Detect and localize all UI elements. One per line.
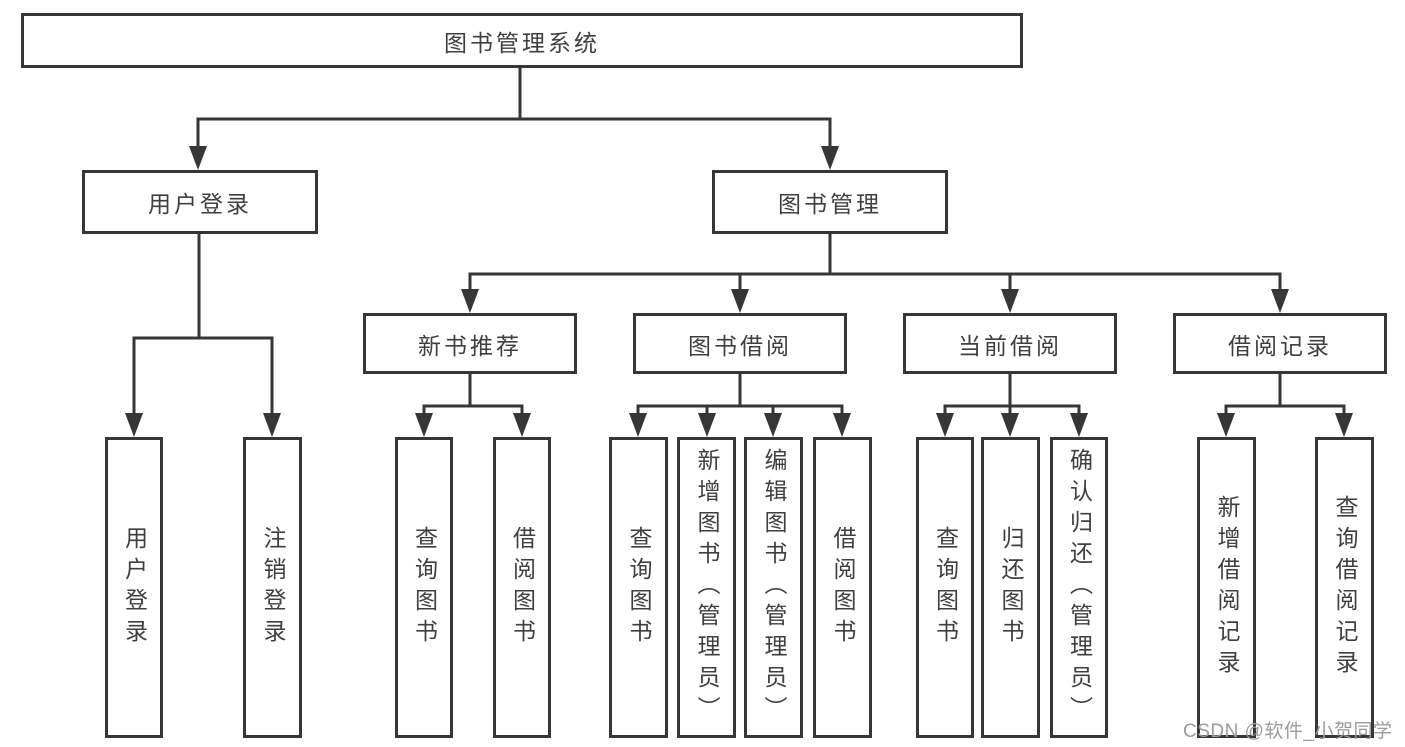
node-label: 查询图书: [626, 525, 652, 650]
arrowhead: [415, 413, 433, 437]
connector-login: [132, 234, 274, 427]
node-label: 图书管理系统: [444, 29, 600, 56]
leaf-current-query-books: 查询图书: [916, 437, 974, 738]
arrowhead: [821, 146, 839, 170]
leaf-user-login: 用户登录: [105, 437, 163, 738]
arrowhead: [189, 146, 207, 170]
leaf-borrow-add-books-admin: 新增图书（管理员）: [677, 437, 736, 738]
leaf-records-query-record: 查询借阅记录: [1315, 437, 1374, 738]
node-label: 注销登录: [260, 525, 286, 650]
node-label: 查询图书: [932, 525, 959, 650]
leaf-newbook-query-books: 查询图书: [395, 437, 453, 738]
node-user-login-branch: 用户登录: [82, 170, 318, 234]
node-label: 借阅图书: [509, 525, 536, 650]
arrowhead: [833, 413, 851, 437]
node-label: 查询图书: [411, 525, 438, 650]
arrowhead: [1217, 413, 1235, 437]
node-new-book-recommend: 新书推荐: [363, 313, 577, 374]
arrowhead: [1001, 289, 1019, 313]
node-label: 用户登录: [121, 525, 148, 650]
arrowhead: [461, 289, 479, 313]
arrowhead: [629, 413, 647, 437]
node-label: 图书借阅: [688, 332, 792, 359]
arrowhead: [1070, 413, 1088, 437]
arrowhead: [125, 413, 143, 437]
connector-borrow: [636, 374, 844, 427]
watermark-text: CSDN @软件_小贺同学: [1183, 721, 1393, 742]
node-label: 借阅图书: [830, 525, 856, 650]
node-current-borrow: 当前借阅: [903, 313, 1117, 374]
leaf-borrow-edit-books-admin: 编辑图书（管理员）: [744, 437, 803, 738]
node-borrow-records: 借阅记录: [1173, 313, 1387, 374]
arrowhead: [764, 413, 782, 437]
leaf-logout: 注销登录: [243, 437, 302, 738]
node-label: 归还图书: [998, 525, 1024, 650]
node-label: 新增图书（管理员）: [694, 448, 720, 727]
leaf-borrow-query-books: 查询图书: [609, 437, 668, 738]
node-label: 借阅记录: [1228, 332, 1332, 359]
leaf-current-return-books: 归还图书: [981, 437, 1040, 738]
node-book-borrow: 图书借阅: [633, 313, 847, 374]
node-label: 编辑图书（管理员）: [761, 448, 787, 727]
node-label: 确认归还（管理员）: [1066, 448, 1093, 727]
arrowhead: [936, 413, 954, 437]
arrowhead: [698, 413, 716, 437]
node-system-root: 图书管理系统: [21, 13, 1023, 68]
connector-root: [196, 68, 832, 160]
node-label: 查询借阅记录: [1332, 494, 1358, 681]
node-book-management-branch: 图书管理: [712, 170, 948, 234]
connector-current: [943, 374, 1081, 427]
arrowhead: [1001, 413, 1019, 437]
arrowhead: [1271, 289, 1289, 313]
node-label: 图书管理: [778, 191, 882, 217]
leaf-borrow-borrow-books: 借阅图书: [813, 437, 872, 738]
node-label: 新书推荐: [418, 332, 522, 359]
leaf-current-confirm-return-admin: 确认归还（管理员）: [1050, 437, 1108, 738]
connector-mgmt: [468, 234, 1282, 303]
connector-newbook: [422, 374, 524, 427]
leaf-newbook-borrow-books: 借阅图书: [493, 437, 551, 738]
arrowhead: [731, 289, 749, 313]
connector-records: [1224, 374, 1346, 427]
leaf-records-add-record: 新增借阅记录: [1197, 437, 1256, 738]
arrowhead: [263, 413, 281, 437]
node-label: 新增借阅记录: [1214, 494, 1240, 681]
arrowhead: [1335, 413, 1353, 437]
arrowhead: [513, 413, 531, 437]
node-label: 当前借阅: [958, 332, 1062, 359]
node-label: 用户登录: [148, 191, 252, 217]
